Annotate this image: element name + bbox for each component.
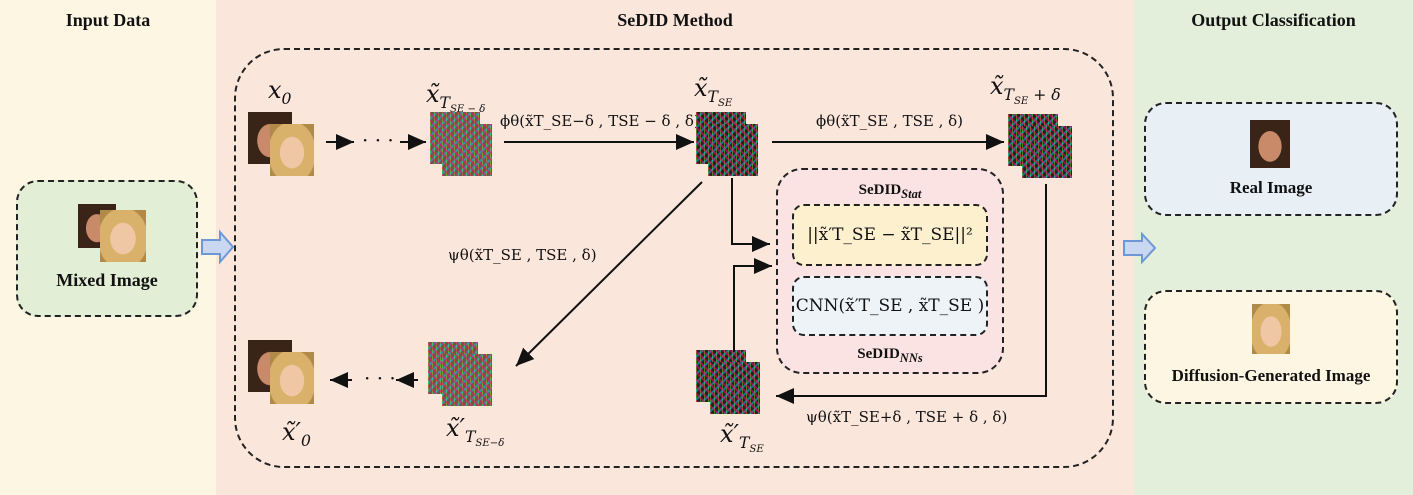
node-x-tse-plus-label: x̃TSE + δ bbox=[990, 72, 1061, 107]
node-x-tse-label: x̃TSE bbox=[694, 74, 733, 109]
arrow-x-tse-plus-to-x-prime-tse bbox=[776, 184, 1047, 404]
node-x-tse-minus-label: x̃TSE − δ bbox=[426, 80, 486, 115]
dots-bottom: · · · bbox=[364, 366, 396, 390]
x0-prime-thumb-woman bbox=[270, 352, 314, 404]
mixed-image-label: Mixed Image bbox=[56, 270, 158, 290]
sedid-nns-label: SeDIDNNs bbox=[857, 346, 923, 365]
arrow-x-tse-to-sedid-stat bbox=[731, 178, 770, 252]
diffusion-generated-thumb bbox=[1252, 304, 1290, 354]
sedid-stat-formula-box: ||x̃′T_SE − x̃T_SE||² bbox=[792, 204, 988, 266]
x-tse-plus-thumb-front bbox=[1022, 126, 1072, 178]
x-tse-minus-thumb-front bbox=[442, 124, 492, 176]
phi-formula-1: ϕθ(x̃T_SE−δ , TSE − δ , δ) bbox=[500, 112, 700, 130]
block-arrow-input bbox=[201, 229, 235, 265]
real-image-box: Real Image bbox=[1144, 102, 1398, 216]
input-data-panel: Input Data Mixed Image bbox=[0, 0, 216, 495]
phi-formula-2: ϕθ(x̃T_SE , TSE , δ) bbox=[816, 112, 964, 130]
output-classification-title: Output Classification bbox=[1191, 10, 1356, 30]
node-x0-label: x0 bbox=[268, 76, 292, 108]
mixed-image-box: Mixed Image bbox=[16, 180, 198, 317]
output-classification-panel: Output Classification Real Image Diffusi… bbox=[1134, 0, 1413, 495]
sedid-cnn-formula: CNN(x̃′T_SE , x̃T_SE ) bbox=[795, 296, 985, 316]
node-x0-prime-label: x̃′0 bbox=[282, 418, 311, 450]
sedid-stat-formula: ||x̃′T_SE − x̃T_SE||² bbox=[807, 225, 973, 245]
block-arrow-output bbox=[1123, 231, 1157, 265]
dots-top: · · · bbox=[362, 128, 394, 152]
diffusion-generated-label: Diffusion-Generated Image bbox=[1171, 366, 1371, 385]
node-x-prime-tse-label: x̃′TSE bbox=[720, 420, 764, 455]
x-prime-tse-thumb-front bbox=[710, 362, 760, 414]
x-tse-thumb-front bbox=[708, 124, 758, 176]
mixed-image-thumb-woman bbox=[100, 210, 146, 262]
psi-formula-1: ψθ(x̃T_SE , TSE , δ) bbox=[448, 246, 597, 264]
node-x-prime-tse-minus-label: x̃′TSE−δ bbox=[446, 414, 505, 449]
x-prime-tse-minus-thumb-front bbox=[442, 354, 492, 406]
sedid-group-box: SeDIDStat SeDIDNNs bbox=[776, 168, 1004, 374]
method-outline-box bbox=[234, 48, 1114, 468]
real-image-label: Real Image bbox=[1229, 178, 1313, 197]
diffusion-generated-box: Diffusion-Generated Image bbox=[1144, 290, 1398, 404]
arrow-x-tse-to-x-prime-tse-minus bbox=[515, 181, 703, 367]
sedid-method-panel: SeDID Method x0 · · · x̃TSE − δ ϕθ(x̃T_S… bbox=[216, 0, 1134, 495]
input-data-title: Input Data bbox=[65, 10, 151, 30]
real-image-thumb bbox=[1250, 120, 1290, 168]
x0-thumb-woman bbox=[270, 124, 314, 176]
psi-formula-2: ψθ(x̃T_SE+δ , TSE + δ , δ) bbox=[806, 408, 1008, 426]
sedid-method-title: SeDID Method bbox=[617, 10, 733, 30]
sedid-cnn-formula-box: CNN(x̃′T_SE , x̃T_SE ) bbox=[792, 276, 988, 336]
sedid-stat-label: SeDIDStat bbox=[858, 182, 922, 201]
arrow-x-prime-tse-to-sedid bbox=[733, 258, 772, 352]
